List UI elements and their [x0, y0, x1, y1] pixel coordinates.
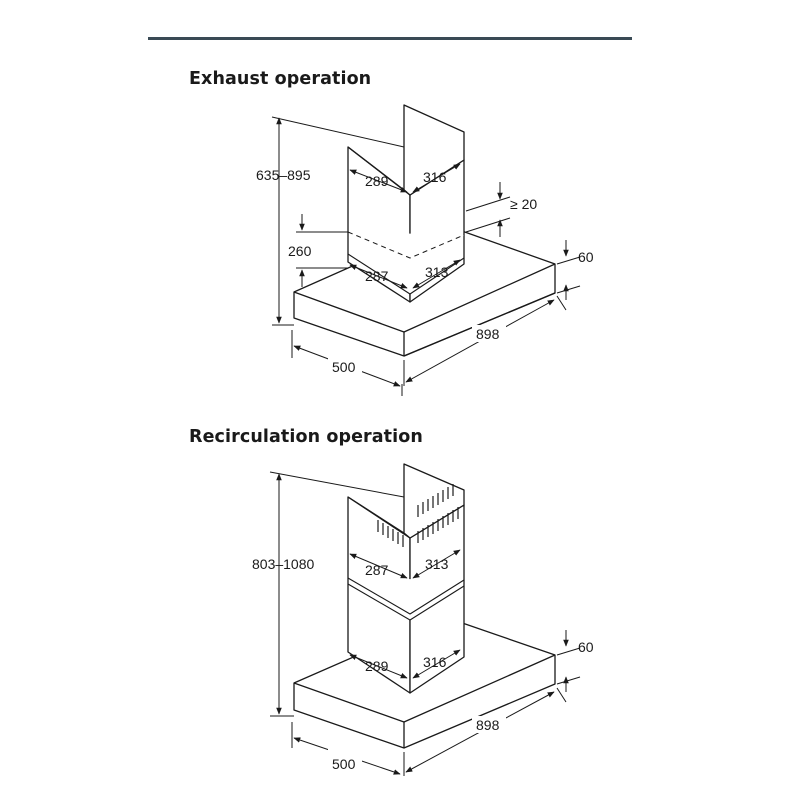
recirculation-canopy-thickness-label: 60	[578, 639, 594, 655]
recirculation-hood-drawing	[293, 463, 556, 749]
exhaust-canopy-width-label: 898	[476, 326, 500, 342]
recirculation-upper-front-width-label: 287	[365, 562, 389, 578]
exhaust-operation-heading: Exhaust operation	[189, 69, 372, 89]
recirculation-canopy-width-label: 898	[476, 717, 500, 733]
recirculation-canopy-depth-label: 500	[332, 756, 356, 772]
exhaust-dimension-lines	[271, 116, 581, 396]
exhaust-canopy-depth-label: 500	[332, 359, 356, 375]
recirculation-lower-side-depth-label: 316	[423, 654, 447, 670]
exhaust-lower-chimney-height-label: 260	[288, 243, 312, 259]
exhaust-upper-front-width-label: 289	[365, 173, 389, 189]
recirculation-dimension-lines	[269, 471, 581, 776]
recirculation-upper-side-depth-label: 313	[425, 556, 449, 572]
exhaust-clearance-label: ≥ 20	[510, 196, 537, 212]
recirculation-height-label: 803–1080	[252, 556, 315, 572]
recirculation-vent-slots	[377, 484, 459, 547]
exhaust-upper-side-depth-label: 316	[423, 169, 447, 185]
exhaust-lower-front-width-label: 287	[365, 268, 389, 284]
exhaust-lower-side-depth-label: 313	[425, 264, 449, 280]
exhaust-hood-drawing	[293, 104, 556, 357]
recirculation-dimension-labels: 803–1080 287 313 289 316 60 898 500	[252, 556, 594, 772]
exhaust-height-label: 635–895	[256, 167, 311, 183]
recirculation-lower-front-width-label: 289	[365, 658, 389, 674]
exhaust-dimension-labels: 635–895 289 316 287 313 260 ≥ 20 60 898 …	[256, 167, 594, 375]
exhaust-canopy-thickness-label: 60	[578, 249, 594, 265]
top-divider-rule	[148, 37, 632, 40]
recirculation-operation-heading: Recirculation operation	[189, 427, 423, 447]
